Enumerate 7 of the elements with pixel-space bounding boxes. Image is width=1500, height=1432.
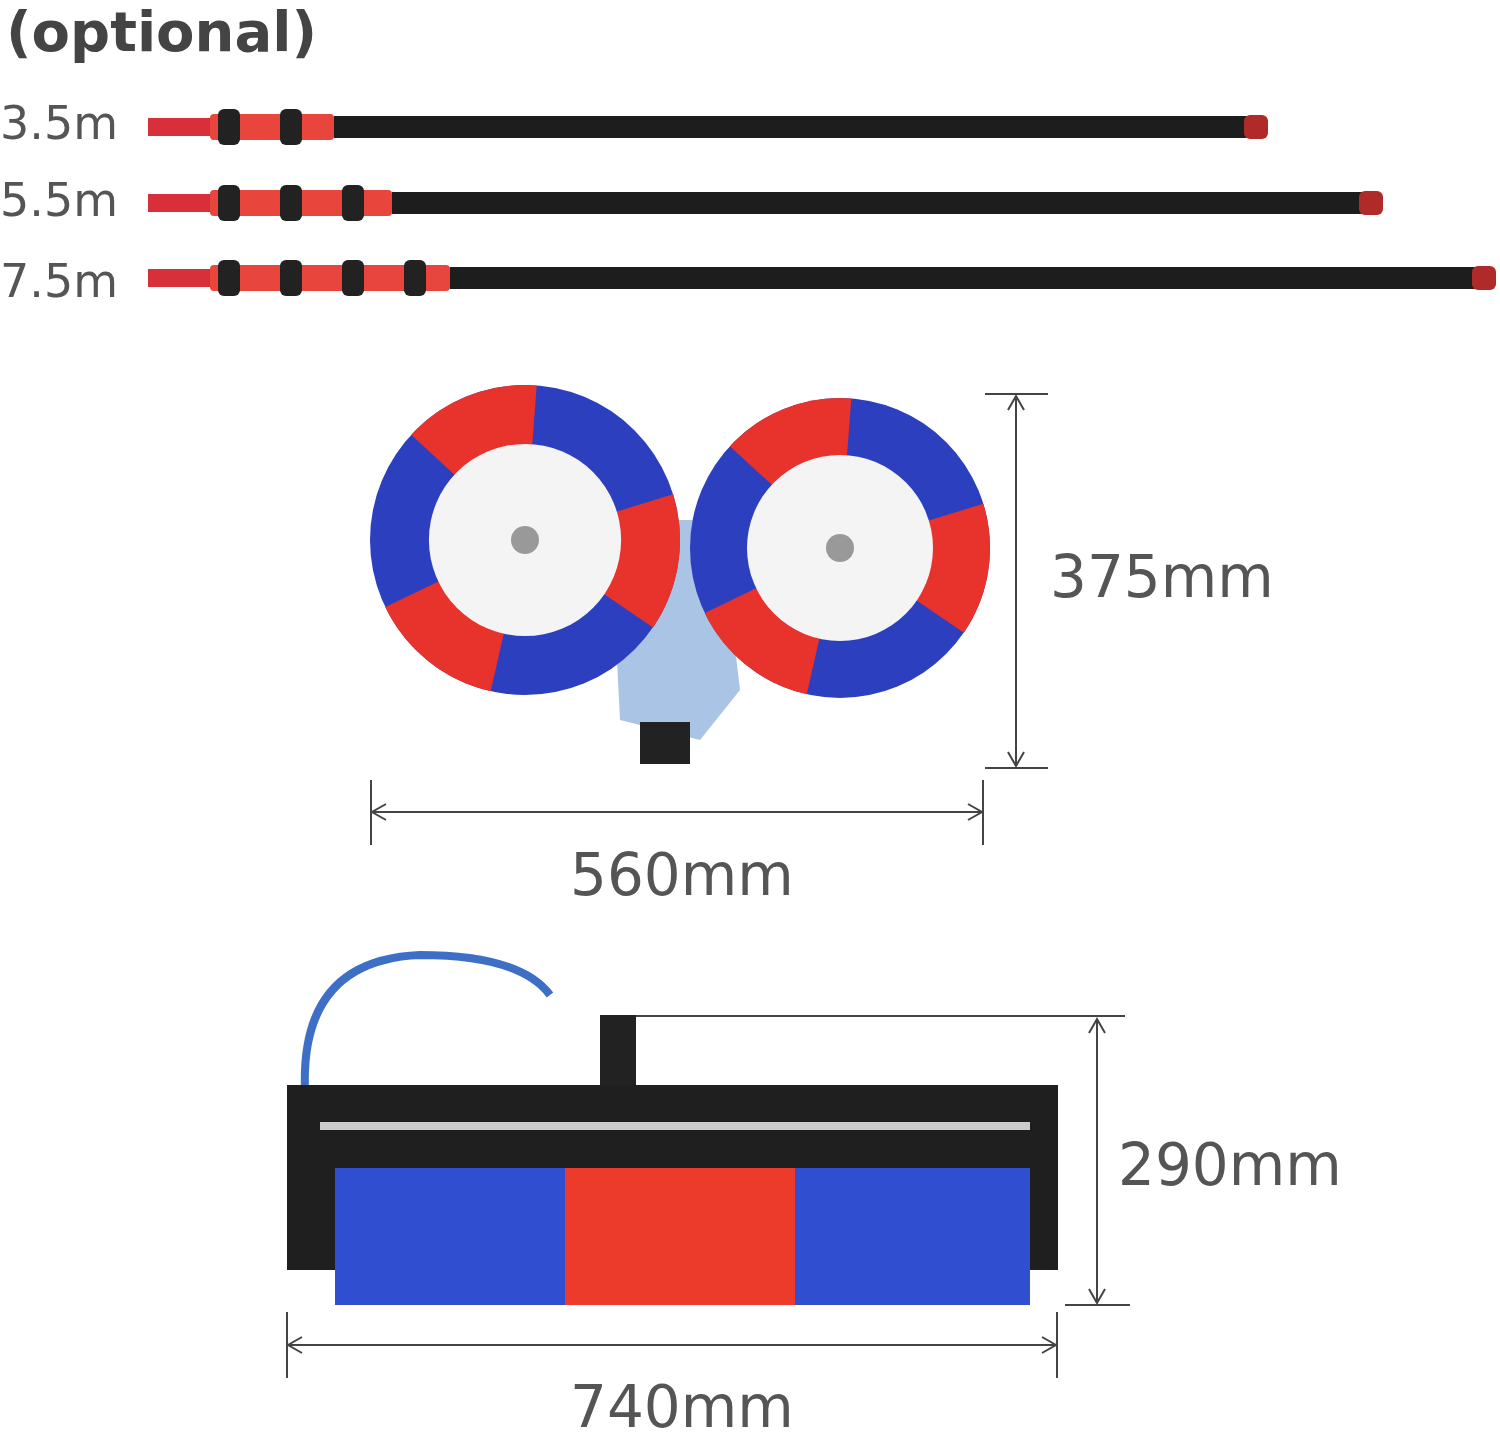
dimension-label: 290mm [1118, 1136, 1342, 1194]
dimension-label: 560mm [570, 846, 794, 904]
dimension-label: 740mm [570, 1378, 794, 1432]
length-label: 5.5m [0, 177, 118, 223]
length-label: 7.5m [0, 258, 118, 304]
length-label: 3.5m [0, 100, 118, 146]
dimension-label: 375mm [1050, 548, 1274, 606]
